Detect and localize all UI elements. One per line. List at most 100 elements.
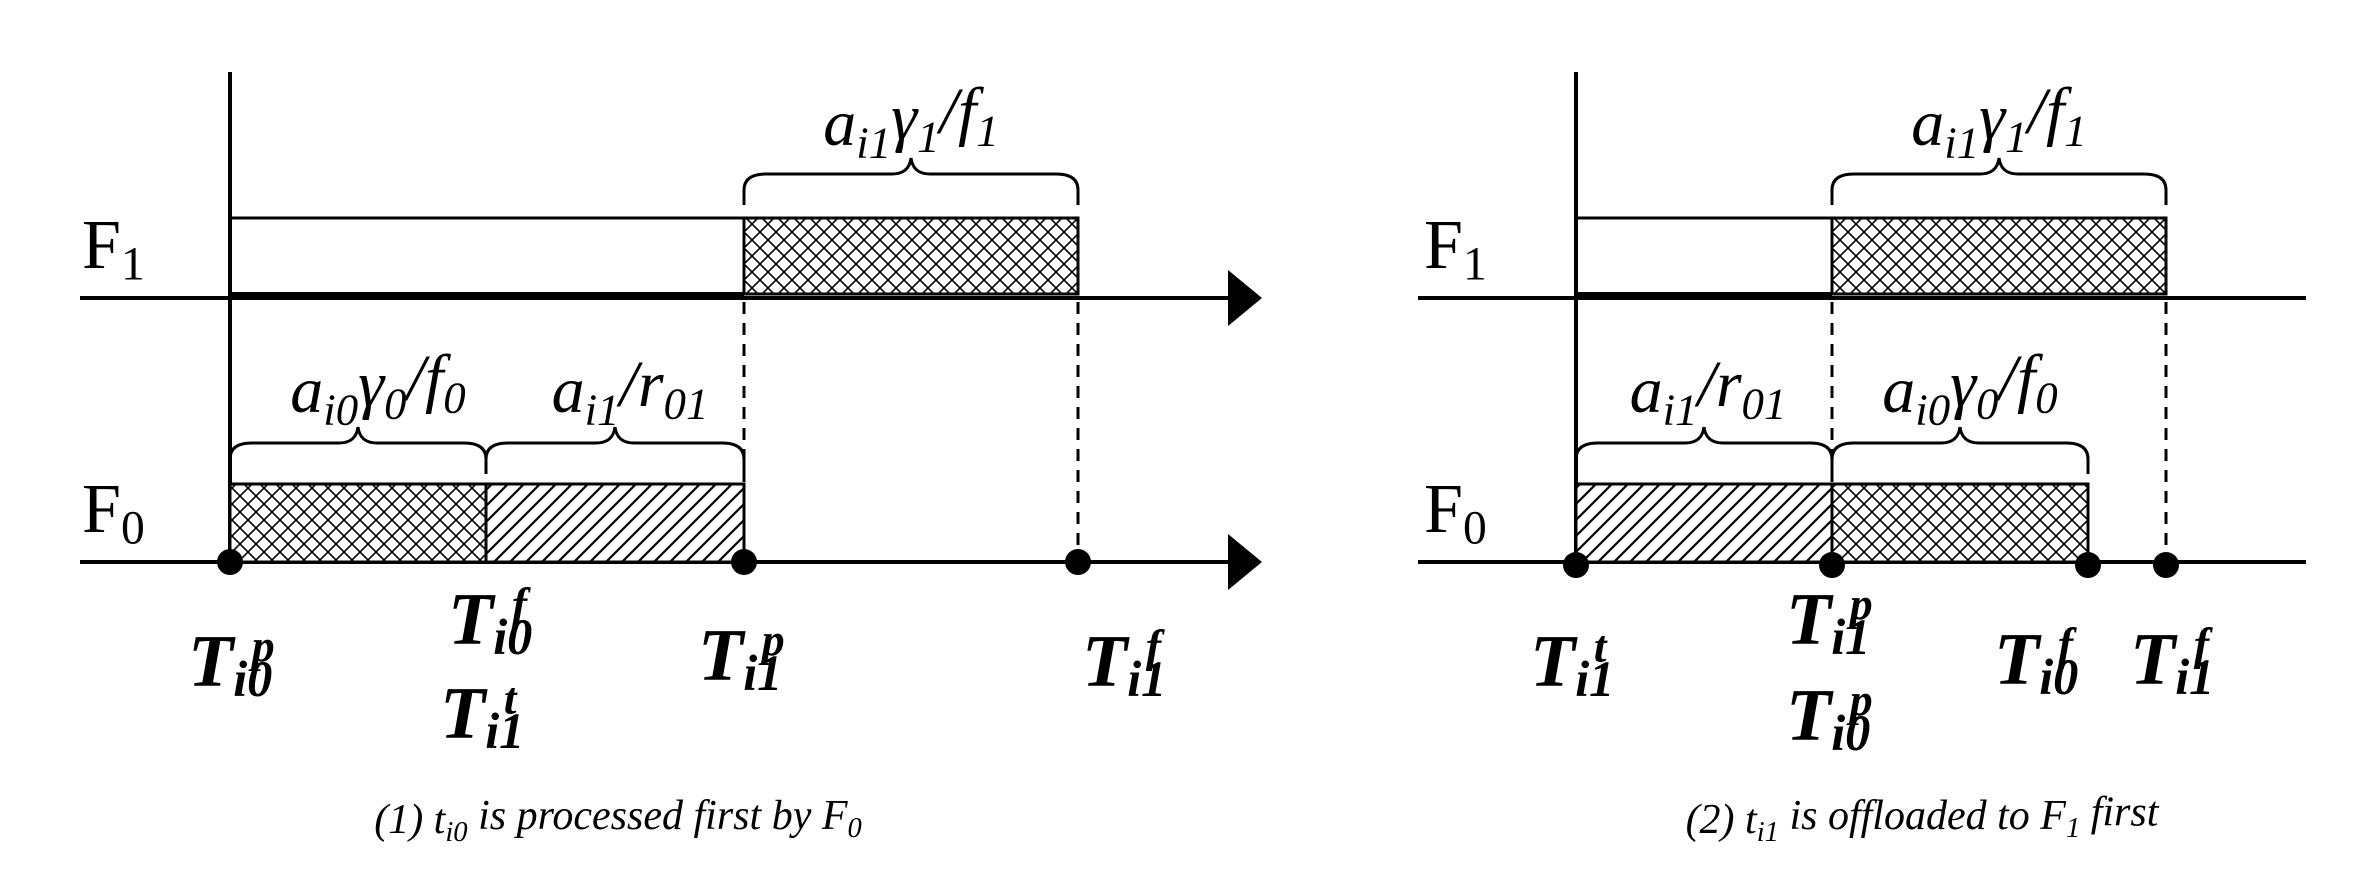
panel-1-dot-b	[731, 549, 757, 575]
time-label-base: T	[440, 673, 488, 755]
time-label-superscript: p	[758, 615, 785, 666]
panel-1-time-label-4: Ti1p	[698, 615, 785, 701]
subscript: 0	[443, 373, 465, 423]
text-run: /f	[936, 75, 984, 148]
panel-2-brace-label-f1: ai1γ1/f1	[1911, 75, 2086, 167]
text-run: first	[2080, 789, 2160, 835]
time-label-base: T	[1994, 619, 2042, 701]
panel-1-brace-f1	[742, 157, 1080, 205]
panel-1-time-label-2: Ti0f	[448, 579, 532, 665]
subscript: i0	[323, 385, 358, 435]
row-label-base: F	[1424, 471, 1463, 548]
text-run: /r	[1694, 348, 1742, 421]
text-run: a	[552, 354, 585, 427]
time-label-superscript: f	[2194, 619, 2214, 670]
subscript: i1	[1757, 817, 1779, 848]
panel-2-time-label-2: Ti1p	[1786, 579, 1873, 665]
subscript: 1	[2066, 813, 2080, 844]
text-run: (1) t	[374, 797, 446, 843]
row-label-subscript: 0	[121, 502, 145, 554]
panel-1-row-label-f1: F1	[82, 207, 145, 290]
panel-2-f0-transmission-block	[1574, 482, 1834, 564]
panel-2-time-label-1: Ti1t	[1530, 621, 1614, 707]
time-label-subscript: i1	[1831, 609, 1870, 665]
panel-1-brace-f0-left	[228, 426, 488, 474]
text-run: /f	[1995, 342, 2043, 415]
subscript: i1	[585, 385, 620, 435]
time-label-superscript: p	[1846, 675, 1873, 726]
time-label-superscript: f	[1146, 621, 1166, 672]
panel-2-time-label-4: Ti0f	[1994, 619, 2078, 705]
subscript: 0	[2035, 373, 2057, 423]
text-run: a	[1882, 354, 1915, 427]
panel-1-brace-label-f1: ai1γ1/f1	[823, 75, 998, 167]
panel-2-dot-d	[2153, 552, 2179, 578]
time-label-subscript: i1	[485, 703, 524, 759]
time-label-subscript: i0	[2039, 649, 2078, 705]
panel-1-brace-label-f0-right: ai1/r01	[552, 348, 709, 434]
text-run: is offloaded to F	[1779, 793, 2066, 839]
time-label-subscript: i1	[1127, 651, 1166, 707]
subscript: i1	[856, 118, 891, 168]
time-label-base: T	[1786, 579, 1834, 661]
text-run: /r	[616, 348, 664, 421]
panel-1-f0-transmission-block	[484, 482, 746, 564]
time-label-superscript: f	[2058, 619, 2078, 670]
subscript: 0	[1976, 379, 1998, 429]
text-run: (2) t	[1686, 797, 1758, 843]
time-label-superscript: p	[1846, 579, 1873, 630]
panel-1-f0-processing-block	[228, 482, 488, 564]
time-label-subscript: i0	[233, 651, 272, 707]
text-run: is processed first by F	[468, 793, 848, 839]
panel-1-time-label-1: Ti0p	[188, 621, 275, 707]
text-run: a	[290, 354, 323, 427]
text-run: γ	[1979, 81, 2007, 154]
subscript: 1	[917, 112, 939, 162]
time-label-superscript: f	[512, 579, 532, 630]
panel-1-dot-a	[217, 549, 243, 575]
text-run: /f	[2024, 75, 2072, 148]
panel-2-brace-f1	[1830, 157, 2168, 205]
text-run: a	[1911, 87, 1944, 160]
text-run: γ	[891, 81, 919, 154]
row-label-base: F	[82, 471, 121, 548]
panel-1-time-label-3: Ti1t	[440, 673, 524, 759]
text-run: γ	[358, 348, 386, 421]
subscript: 0	[384, 379, 406, 429]
time-label-subscript: i0	[1831, 705, 1870, 761]
panel-2-dot-c	[2075, 552, 2101, 578]
subscript: 1	[976, 106, 998, 156]
subscript: i0	[1915, 385, 1950, 435]
panel-2-dot-a	[1563, 552, 1589, 578]
panel-2-time-label-5: Ti1f	[2130, 619, 2214, 705]
panel-2-dot-b	[1819, 552, 1845, 578]
time-label-subscript: i1	[2175, 649, 2214, 705]
row-label-subscript: 0	[1463, 502, 1487, 554]
time-label-subscript: i0	[493, 609, 532, 665]
panel-2-time-label-3: Ti0p	[1786, 675, 1873, 761]
panel-2-brace-label-f0-left: ai1/r01	[1630, 348, 1787, 434]
panel-1: F1 F0 ai1γ1/f1 ai0γ0/f0 ai1/r01 Ti0p Ti0…	[80, 72, 1262, 848]
text-run: a	[823, 87, 856, 160]
panel-2-caption: (2) ti1 is offloaded to F1 first	[1686, 789, 2160, 848]
panel-1-f0-arrow-icon	[1228, 534, 1262, 590]
time-label-superscript: p	[248, 621, 275, 672]
panel-2-row-label-f1: F1	[1424, 207, 1487, 290]
time-label-base: T	[1082, 621, 1130, 703]
panel-1-caption: (1) ti0 is processed first by F0	[374, 793, 862, 848]
row-label-subscript: 1	[121, 238, 145, 290]
panel-1-brace-label-f0-left: ai0γ0/f0	[290, 342, 465, 434]
panel-2-brace-f0-right	[1830, 426, 2090, 474]
panel-1-time-label-5: Ti1f	[1082, 621, 1166, 707]
text-run: a	[1630, 354, 1663, 427]
panel-2-brace-label-f0-right: ai0γ0/f0	[1882, 342, 2057, 434]
subscript: 01	[664, 379, 709, 429]
text-run: γ	[1950, 348, 1978, 421]
panel-1-brace-f0-right	[484, 426, 746, 474]
subscript: i0	[445, 817, 467, 848]
subscript: 1	[2064, 106, 2086, 156]
time-label-base: T	[2130, 619, 2178, 701]
text-run: /f	[403, 342, 451, 415]
subscript: 1	[2005, 112, 2027, 162]
